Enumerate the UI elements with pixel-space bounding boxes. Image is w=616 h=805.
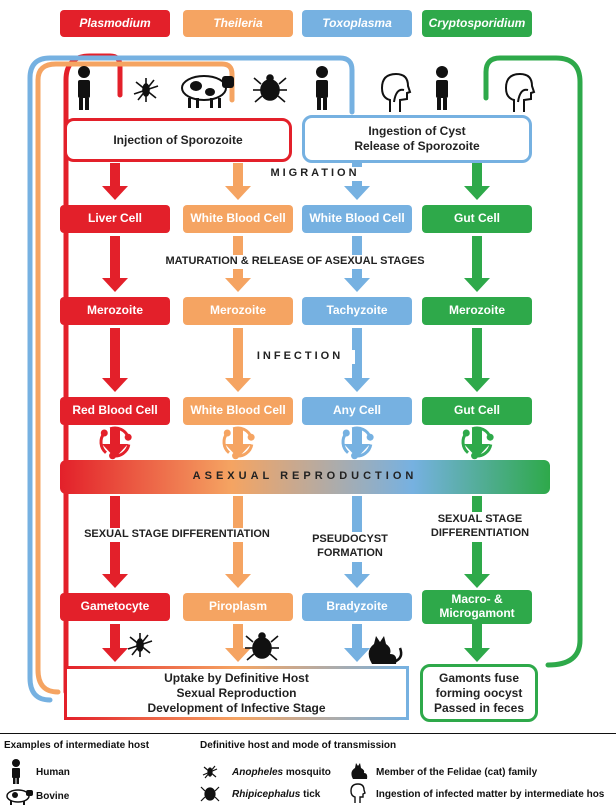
flow-arrow	[102, 624, 128, 662]
legend-human: Human	[36, 767, 70, 778]
cell-gut-1: Gut Cell	[422, 205, 532, 233]
tick-icon	[200, 786, 220, 802]
human-icon	[78, 66, 90, 110]
cell-gut-2: Gut Cell	[422, 397, 532, 425]
flow-arrow	[225, 163, 251, 200]
flow-arrow	[464, 328, 490, 392]
form-piroplasm: Piroplasm	[183, 593, 293, 621]
form-gametocyte: Gametocyte	[60, 593, 170, 621]
flow-arrow	[225, 624, 251, 662]
cell-white-blood-3: White Blood Cell	[183, 397, 293, 425]
form-merozoite-1: Merozoite	[60, 297, 170, 325]
flow-arrow	[102, 328, 128, 392]
cell-any: Any Cell	[302, 397, 412, 425]
head-ingestion-icon	[504, 72, 536, 112]
form-merozoite-2: Merozoite	[183, 297, 293, 325]
form-merozoite-3: Merozoite	[422, 297, 532, 325]
header-cryptosporidium: Cryptosporidium	[422, 10, 532, 37]
legend-ingestion: Ingestion of infected matter by intermed…	[376, 789, 605, 800]
header-plasmodium: Plasmodium	[60, 10, 170, 37]
ingestion-box: Ingestion of Cyst Release of Sporozoite	[302, 115, 532, 163]
flow-arrow	[464, 163, 490, 200]
mosquito-icon	[202, 765, 218, 779]
theileria-loop-line	[35, 61, 235, 695]
definitive-host-box: Uptake by Definitive Host Sexual Reprodu…	[64, 666, 409, 720]
cell-white-blood-1: White Blood Cell	[183, 205, 293, 233]
flow-arrow	[464, 236, 490, 292]
cow-icon	[6, 789, 33, 805]
form-macro-microgamont: Macro- & Microgamont	[422, 590, 532, 624]
mosquito-icon	[133, 78, 159, 102]
cat-icon	[351, 763, 368, 779]
flow-arrow	[225, 328, 251, 392]
stage-infection: INFECTION	[245, 350, 355, 364]
stage-asexual-reproduction: ASEXUAL REPRODUCTION	[192, 470, 418, 482]
cow-icon	[181, 75, 234, 108]
cell-liver: Liver Cell	[60, 205, 170, 233]
cell-red-blood: Red Blood Cell	[60, 397, 170, 425]
legend-divider	[0, 733, 616, 734]
stage-pseudocyst: PSEUDOCYST FORMATION	[300, 532, 400, 562]
legend-tick: Rhipicephalus tick	[232, 789, 321, 800]
head-ingestion-icon	[350, 783, 366, 803]
legend-bovine: Bovine	[36, 791, 70, 802]
legend-felidae: Member of the Felidae (cat) family	[376, 767, 538, 778]
stage-sexual-differentiation-2: SEXUAL STAGE DIFFERENTIATION	[420, 512, 540, 542]
cryptosporidium-loop-line	[483, 55, 583, 668]
head-ingestion-icon	[380, 72, 412, 112]
asexual-band	[60, 460, 550, 494]
legend-definitive-title: Definitive host and mode of transmission	[200, 740, 397, 751]
stage-sexual-differentiation: SEXUAL STAGE DIFFERENTIATION	[72, 528, 282, 542]
legend-intermediate-title: Examples of intermediate host	[4, 740, 150, 751]
human-icon	[316, 66, 328, 110]
tick-icon	[253, 74, 287, 103]
injection-box: Injection of Sporozoite	[64, 118, 292, 162]
form-bradyzoite: Bradyzoite	[302, 593, 412, 621]
host-icons-row	[78, 66, 536, 112]
stage-maturation: MATURATION & RELEASE OF ASEXUAL STAGES	[150, 255, 440, 269]
form-tachyzoite: Tachyzoite	[302, 297, 412, 325]
legend-mosquito: Anopheles mosquito	[232, 767, 331, 778]
flow-arrow	[464, 624, 490, 662]
header-toxoplasma: Toxoplasma	[302, 10, 412, 37]
human-icon	[12, 759, 20, 784]
flow-arrow	[344, 624, 370, 662]
stage-migration: MIGRATION	[255, 167, 375, 181]
human-icon	[436, 66, 448, 110]
flow-arrow	[102, 236, 128, 292]
toxoplasma-loop-line	[27, 55, 355, 703]
gamonts-box: Gamonts fuse forming oocyst Passed in fe…	[420, 664, 538, 722]
cell-white-blood-2: White Blood Cell	[302, 205, 412, 233]
header-theileria: Theileria	[183, 10, 293, 37]
flow-arrow	[102, 163, 128, 200]
flow-arrow	[344, 328, 370, 392]
